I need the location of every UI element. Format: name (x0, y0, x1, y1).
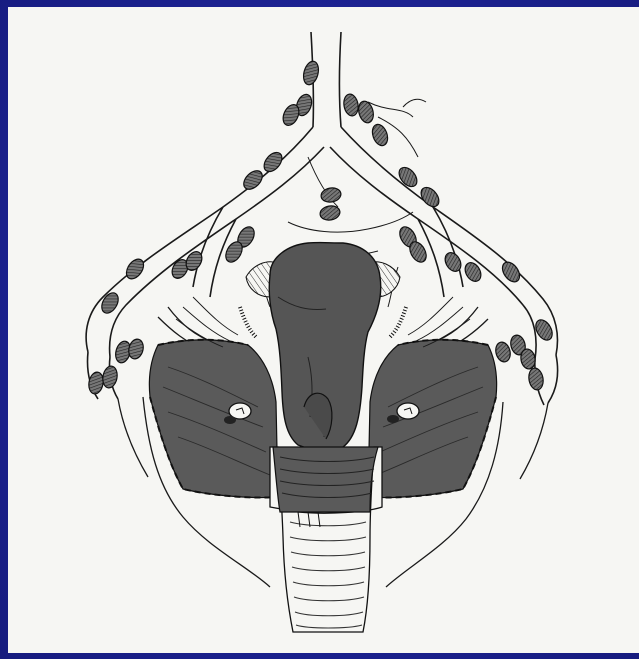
pelvic-anatomy-illustration (8, 7, 639, 653)
vaginal-canal (270, 447, 382, 632)
illustration-panel (8, 7, 639, 653)
uterus (269, 243, 380, 451)
